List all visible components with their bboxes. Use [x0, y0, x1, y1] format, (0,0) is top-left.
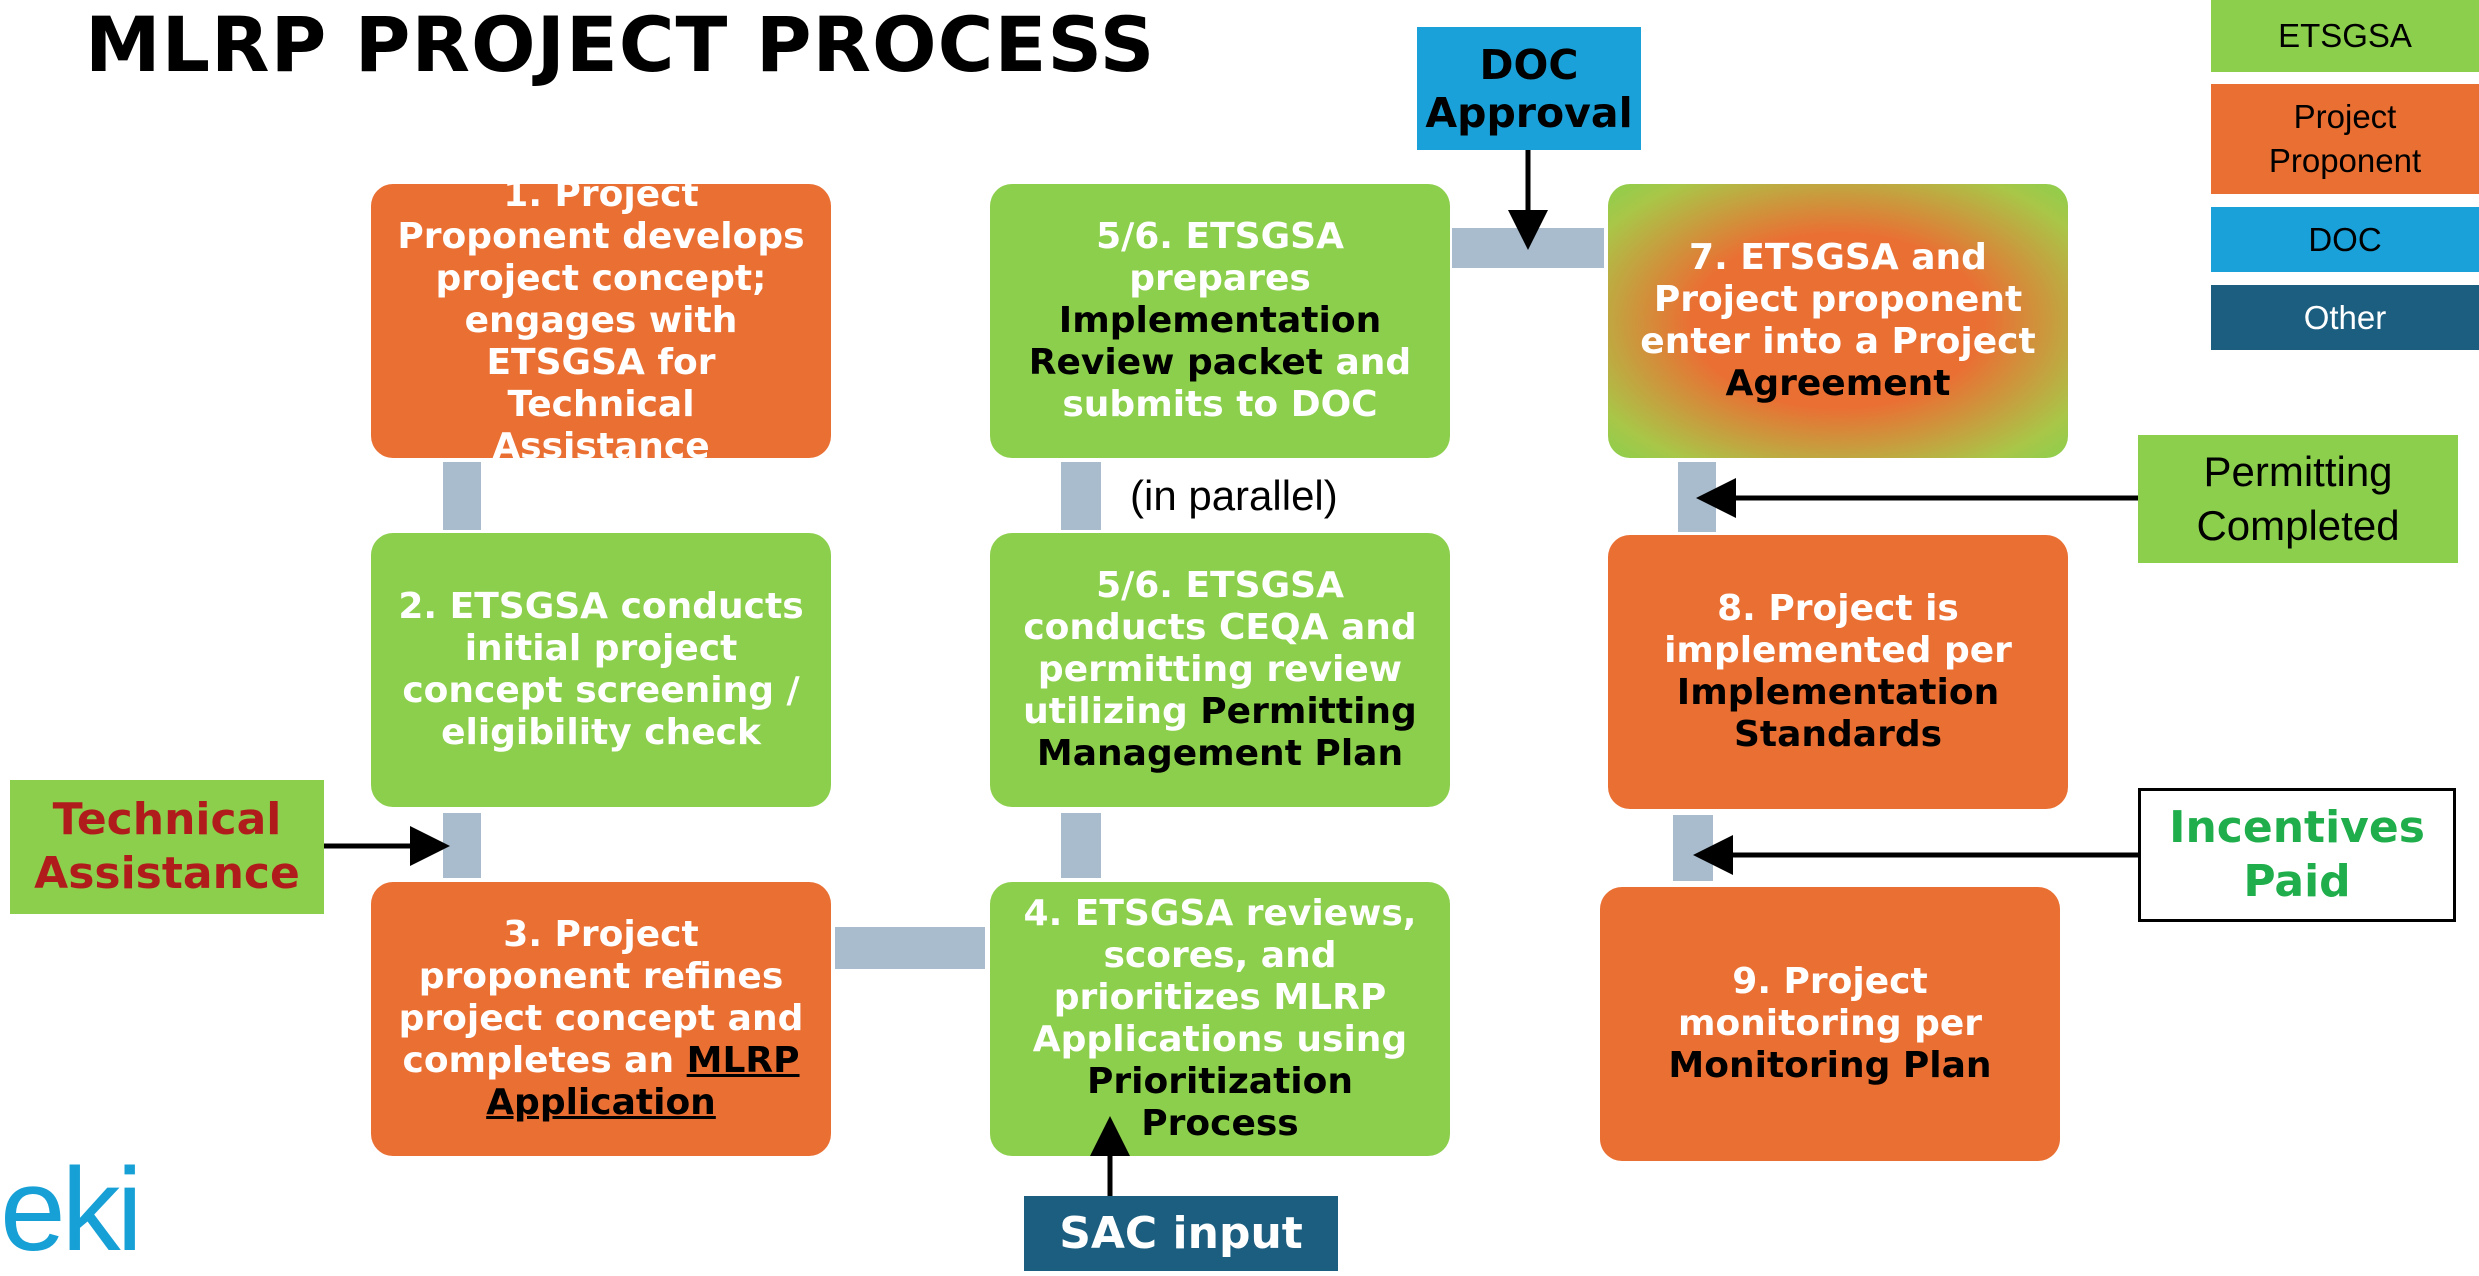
legend-etsgsa: ETSGSA	[2211, 0, 2479, 72]
step-56b-text-b: Permitting Management Plan	[1036, 691, 1417, 774]
legend-proponent-label-1: Project	[2293, 98, 2397, 135]
step-56a-text-b: Implementation Review packet	[1028, 300, 1382, 383]
step-3-text-a: 3. Project proponent refines project con…	[398, 914, 804, 1081]
step-2-text: 2. ETSGSA conducts initial project conce…	[398, 586, 804, 753]
step-56b-box: 5/6. ETSGSA conducts CEQA and permitting…	[990, 533, 1450, 807]
permitting-completed-box: Permitting Completed	[2138, 435, 2458, 563]
step-56a-text-a: 5/6. ETSGSA prepares	[1096, 216, 1344, 299]
connector-2-3	[443, 813, 481, 878]
legend-other: Other	[2211, 285, 2479, 350]
step-7-box: 7. ETSGSA and Project proponent enter in…	[1608, 184, 2068, 458]
step-3-text: 3. Project proponent refines project con…	[393, 914, 809, 1124]
connector-56b-56a	[1061, 462, 1101, 530]
connector-3-4	[835, 927, 985, 969]
connector-8-9	[1673, 815, 1713, 881]
incentives-paid-line2: Paid	[2243, 856, 2351, 907]
step-3-box: 3. Project proponent refines project con…	[371, 882, 831, 1156]
sac-input-box: SAC input	[1024, 1196, 1338, 1271]
legend-doc-label: DOC	[2308, 220, 2382, 258]
technical-assistance-box: Technical Assistance	[10, 780, 324, 914]
step-8-text: 8. Project is implemented per Implementa…	[1630, 588, 2046, 756]
in-parallel-label: (in parallel)	[1130, 472, 1338, 519]
step-9-text: 9. Project monitoring per Monitoring Pla…	[1622, 961, 2038, 1087]
step-2-box: 2. ETSGSA conducts initial project conce…	[371, 533, 831, 807]
step-1-box: 1. Project Proponent develops project co…	[371, 174, 831, 467]
step-56a-text: 5/6. ETSGSA prepares Implementation Revi…	[1012, 216, 1428, 426]
step-56b-text-a: 5/6. ETSGSA conducts CEQA and permitting…	[1023, 565, 1417, 732]
step-7-text-a: 7. ETSGSA and Project proponent enter in…	[1640, 237, 2036, 362]
legend-other-label: Other	[2303, 298, 2387, 336]
legend-proponent-label-2: Proponent	[2268, 142, 2422, 179]
step-7-text: 7. ETSGSA and Project proponent enter in…	[1630, 237, 2046, 405]
step-7-text-b: Agreement	[1725, 363, 1951, 404]
step-4-text: 4. ETSGSA reviews, scores, and prioritiz…	[1012, 893, 1428, 1145]
doc-approval-box: DOC Approval	[1417, 27, 1641, 150]
connector-4-56b	[1061, 813, 1101, 878]
step-8-box: 8. Project is implemented per Implementa…	[1608, 535, 2068, 809]
step-8-text-a: 8. Project is implemented per	[1664, 588, 2012, 671]
permitting-completed-line1: Permitting	[2203, 448, 2393, 495]
permitting-completed-line2: Completed	[2196, 502, 2400, 549]
sac-input-label: SAC input	[1059, 1208, 1303, 1259]
legend-etsgsa-label: ETSGSA	[2278, 17, 2412, 54]
step-9-text-a: 9. Project monitoring per	[1677, 961, 1983, 1044]
page-title: MLRP PROJECT PROCESS	[85, 0, 1156, 89]
connector-56a-7	[1452, 228, 1604, 268]
step-9-box: 9. Project monitoring per Monitoring Pla…	[1600, 887, 2060, 1161]
connector-7-8	[1678, 462, 1716, 532]
incentives-paid-box: Incentives Paid	[2138, 788, 2456, 922]
step-4-box: 4. ETSGSA reviews, scores, and prioritiz…	[990, 882, 1450, 1156]
technical-assistance-line2: Assistance	[34, 848, 300, 899]
step-8-text-b: Implementation Standards	[1676, 672, 2000, 755]
mlrp-application-link[interactable]: MLRP Application	[486, 1040, 800, 1123]
legend-proponent: Project Proponent	[2211, 84, 2479, 194]
step-1-text: 1. Project Proponent develops project co…	[397, 174, 805, 467]
step-9-text-b: Monitoring Plan	[1668, 1045, 1992, 1086]
eki-logo: eki	[0, 1144, 143, 1276]
doc-approval-line1: DOC	[1479, 40, 1579, 89]
step-56a-box: 5/6. ETSGSA prepares Implementation Revi…	[990, 184, 1450, 458]
connector-1-2	[443, 462, 481, 530]
step-56a-text-c: and submits to DOC	[1062, 342, 1412, 425]
legend-doc: DOC	[2211, 207, 2479, 272]
step-56b-text: 5/6. ETSGSA conducts CEQA and permitting…	[1012, 565, 1428, 775]
incentives-paid-line1: Incentives	[2169, 802, 2425, 853]
technical-assistance-line1: Technical	[52, 794, 282, 845]
step-4-text-b: Prioritization Process	[1086, 1061, 1353, 1144]
doc-approval-line2: Approval	[1425, 88, 1633, 137]
step-4-text-a: 4. ETSGSA reviews, scores, and prioritiz…	[1023, 893, 1417, 1060]
